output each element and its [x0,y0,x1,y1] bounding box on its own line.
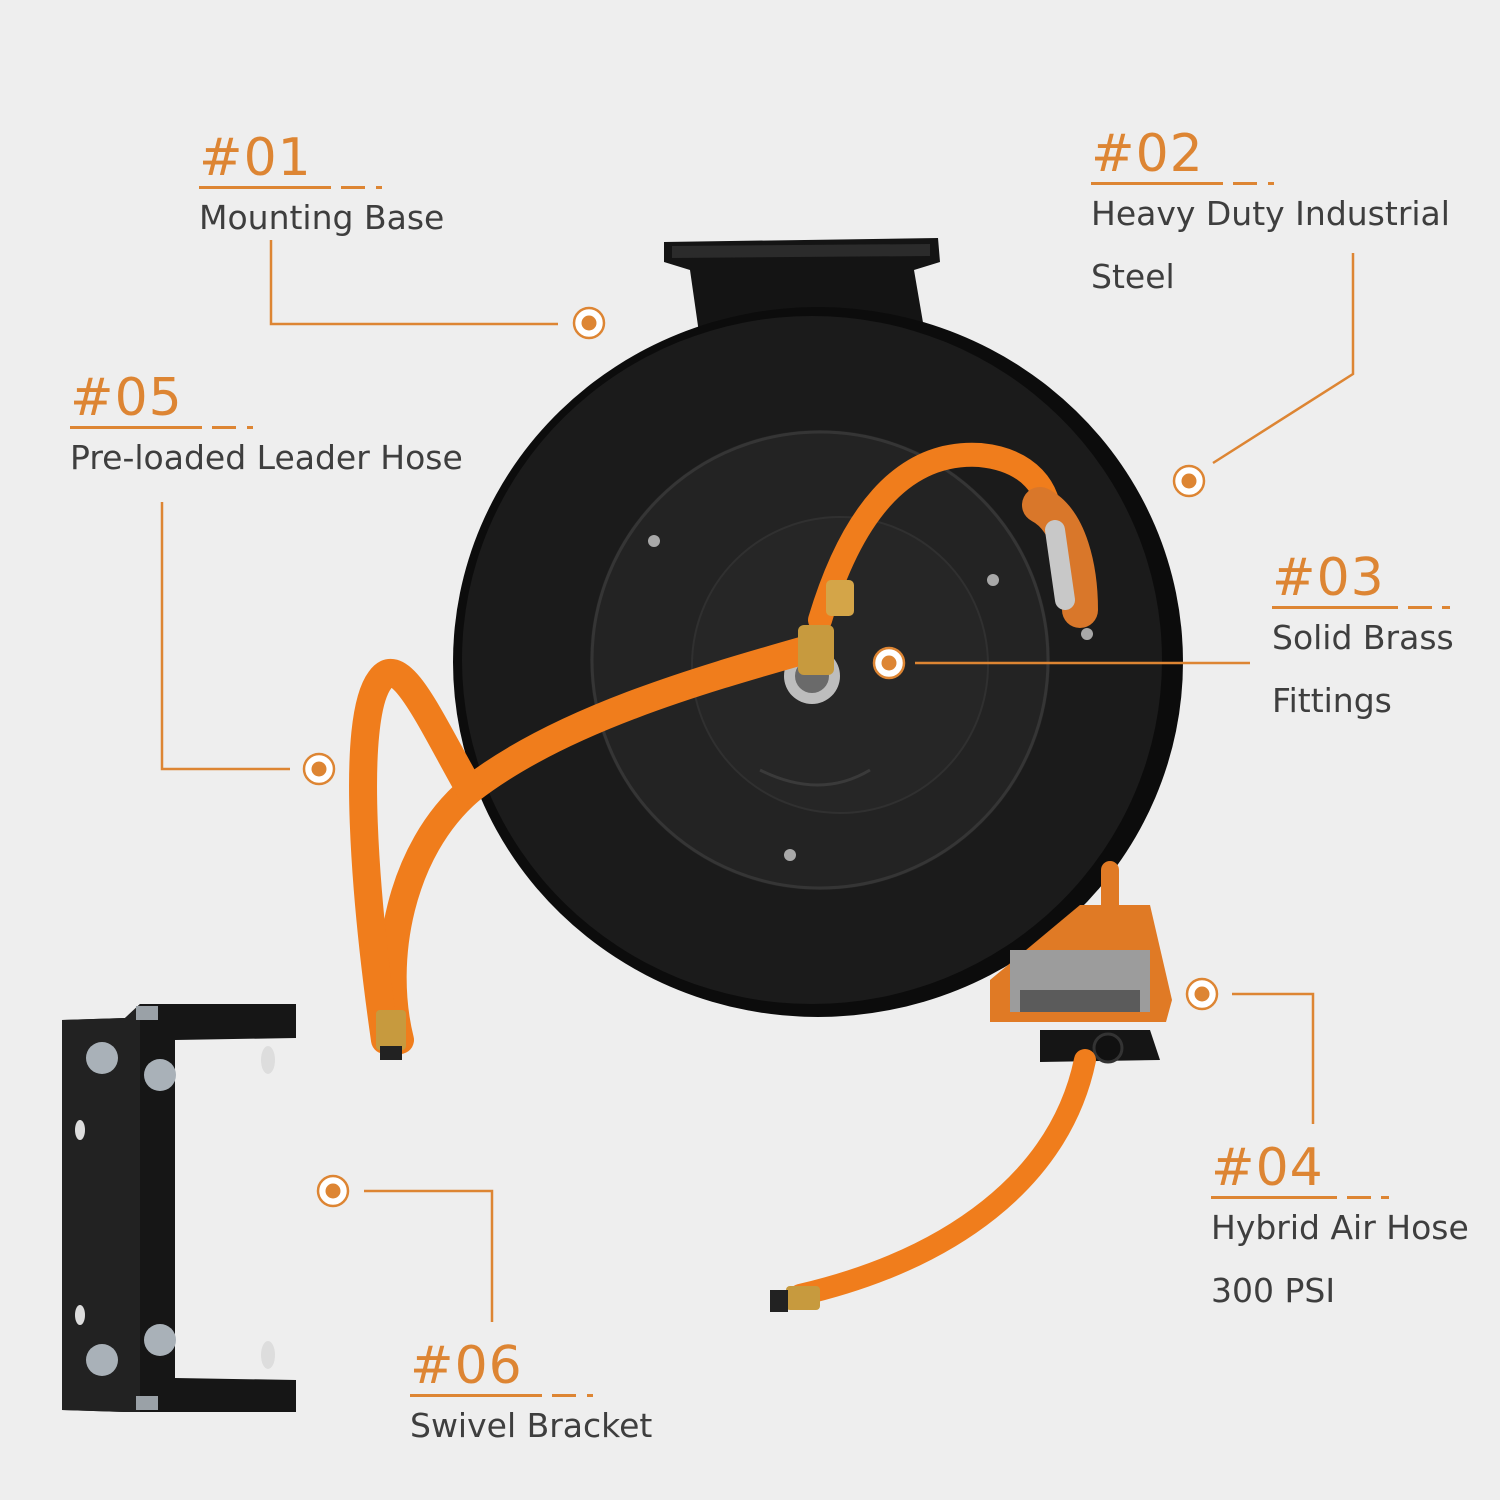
callout-number: #06 [410,1336,523,1396]
marker-05 [302,752,336,786]
leader-lines [160,240,1355,1322]
callout-02: #02 Heavy Duty Industrial Steel [1091,128,1450,308]
reel-hose-top [808,442,1062,632]
marker-03 [872,646,906,680]
swivel-housing [990,905,1172,1064]
callout-markers [302,306,1219,1208]
callout-label-line: Hybrid Air Hose [1211,1208,1469,1247]
callout-underline [1272,606,1454,610]
callout-label-line: Fittings [1272,681,1392,720]
callout-label-line: Pre-loaded Leader Hose [70,438,463,477]
callout-number: #03 [1272,548,1385,608]
callout-number: #01 [199,128,312,188]
callout-underline [410,1394,652,1398]
callout-underline [70,426,463,430]
callout-label-line: Heavy Duty Industrial [1091,194,1450,233]
callout-04: #04 Hybrid Air Hose 300 PSI [1211,1142,1469,1322]
swivel-bracket [62,1004,296,1412]
callout-number: #02 [1091,124,1204,184]
callout-underline [1211,1196,1469,1200]
callout-underline [199,186,444,190]
marker-02 [1172,464,1206,498]
callout-03: #03 Solid Brass Fittings [1272,552,1454,732]
callout-label-line: Steel [1091,257,1175,296]
callout-01: #01 Mounting Base [199,132,444,249]
marker-01 [572,306,606,340]
brass-fittings [376,580,854,1312]
output-hose [789,1049,1096,1306]
callout-label-line: 300 PSI [1211,1271,1336,1310]
marker-04 [1185,977,1219,1011]
callout-06: #06 Swivel Bracket [410,1340,652,1457]
callout-05: #05 Pre-loaded Leader Hose [70,372,463,489]
callout-label-line: Solid Brass [1272,618,1454,657]
callout-label-line: Mounting Base [199,198,445,237]
callout-label-line: Swivel Bracket [410,1406,653,1445]
callout-number: #05 [70,368,183,428]
callout-number: #04 [1211,1138,1324,1198]
callout-underline [1091,182,1450,186]
marker-06 [316,1174,350,1208]
